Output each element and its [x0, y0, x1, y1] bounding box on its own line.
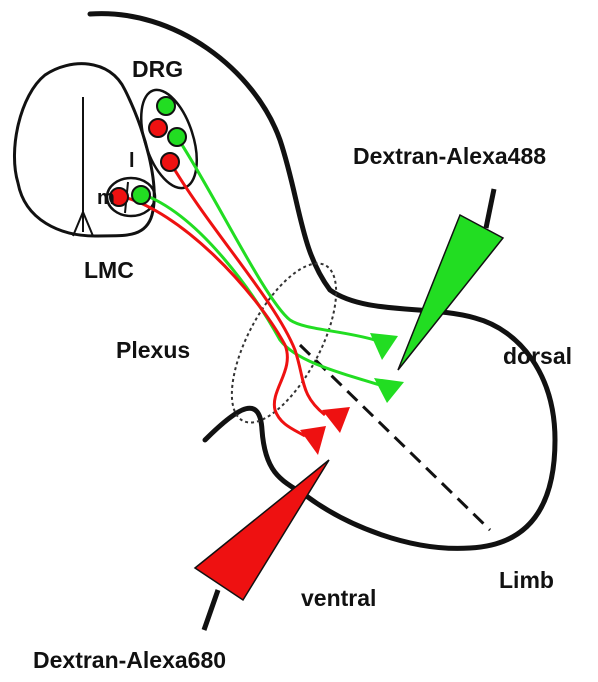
red-injection-pipette — [195, 460, 329, 600]
tracer-red-label: Dextran-Alexa680 — [33, 647, 226, 673]
green-axon-arrowhead — [374, 378, 404, 403]
division-line — [300, 345, 490, 530]
plexus-label: Plexus — [116, 337, 190, 363]
lmc-label: LMC — [84, 257, 134, 283]
lateral-label: l — [129, 150, 135, 172]
green-injection-pipette — [398, 215, 503, 370]
drg-label: DRG — [132, 56, 183, 82]
lmc-neuron-green — [132, 186, 150, 204]
dorsal-label: dorsal — [503, 343, 572, 369]
drg-neuron-red — [149, 119, 167, 137]
drg-neuron-red — [161, 153, 179, 171]
red-pipette-stem — [204, 590, 218, 630]
ventral-label: ventral — [301, 585, 376, 611]
red-axon-arrowhead — [300, 426, 326, 455]
limb-label: Limb — [499, 567, 554, 593]
green-axon-arrowhead — [370, 333, 398, 360]
drg-neuron-green — [157, 97, 175, 115]
green-pipette-stem — [486, 189, 494, 228]
red-axon-arrowhead — [322, 407, 350, 433]
drg-neuron-green — [168, 128, 186, 146]
tracer-green-label: Dextran-Alexa488 — [353, 143, 546, 169]
medial-label: m — [97, 187, 115, 209]
